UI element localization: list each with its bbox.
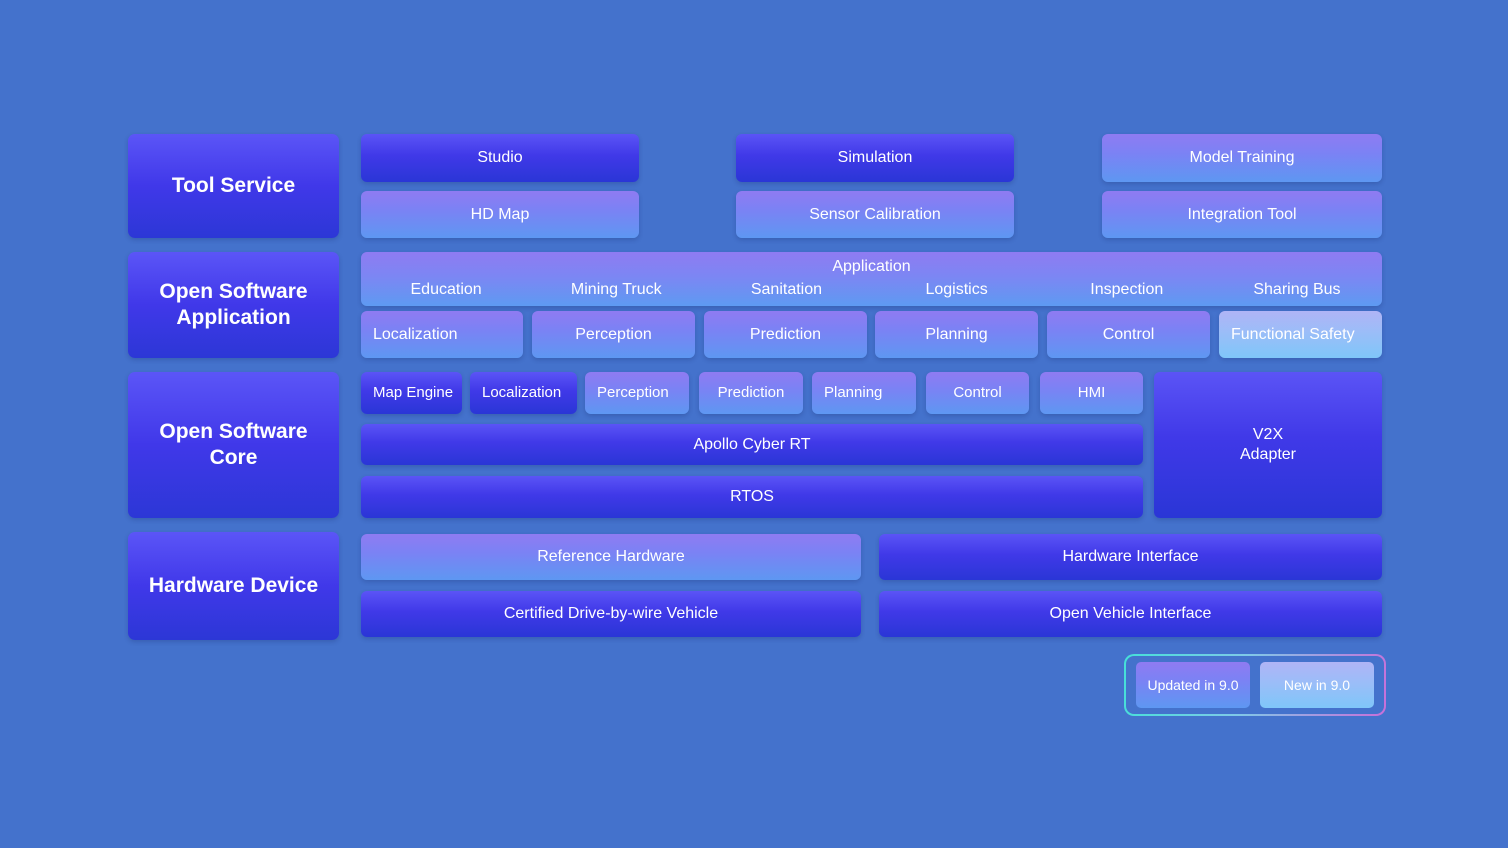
hardware-card-hardware-interface[interactable]: Hardware Interface — [879, 534, 1382, 580]
core-module-planning[interactable]: Planning — [812, 372, 916, 414]
legend-swatch-label: Updated in 9.0 — [1147, 677, 1239, 693]
stage-label-text: Hardware Device — [148, 573, 319, 597]
tool-card-label: Studio — [477, 149, 523, 166]
core-module-localization[interactable]: Localization — [470, 372, 577, 414]
application-scenario-mining-truck[interactable]: Mining Truck — [570, 281, 662, 298]
core-module-label: HMI — [1077, 383, 1106, 401]
core-v2x-adapter-line2: Adapter — [1239, 446, 1297, 463]
legend: Updated in 9.0 New in 9.0 — [1124, 654, 1386, 716]
stage-label-tool-service: Tool Service — [128, 134, 339, 238]
core-module-hmi[interactable]: HMI — [1040, 372, 1143, 414]
core-middleware-label: Apollo Cyber RT — [693, 435, 811, 453]
application-scenario-inspection[interactable]: Inspection — [1090, 281, 1164, 298]
hardware-card-label: Hardware Interface — [1062, 548, 1199, 565]
application-scenario-sanitation[interactable]: Sanitation — [750, 281, 823, 298]
application-scenario-logistics[interactable]: Logistics — [925, 281, 988, 298]
application-module-localization[interactable]: Localization — [361, 311, 523, 358]
tool-card-studio[interactable]: Studio — [361, 134, 639, 182]
core-os-rtos[interactable]: RTOS — [361, 476, 1143, 518]
hardware-card-reference-hardware[interactable]: Reference Hardware — [361, 534, 861, 580]
application-module-label: Planning — [925, 325, 988, 343]
legend-swatch-updated[interactable]: Updated in 9.0 — [1136, 662, 1250, 708]
core-module-label: Planning — [824, 383, 883, 401]
application-bar-title: Application — [832, 258, 911, 275]
core-middleware-apollo-cyber-rt[interactable]: Apollo Cyber RT — [361, 424, 1143, 465]
application-module-prediction[interactable]: Prediction — [704, 311, 867, 358]
application-module-label: Localization — [373, 325, 458, 343]
core-module-label: Prediction — [717, 383, 785, 401]
application-scenario-sharing-bus[interactable]: Sharing Bus — [1253, 281, 1341, 298]
legend-swatch-new[interactable]: New in 9.0 — [1260, 662, 1374, 708]
tool-card-label: Model Training — [1189, 149, 1295, 166]
tool-card-simulation[interactable]: Simulation — [736, 134, 1014, 182]
stage-label-text: Tool Service — [171, 173, 296, 197]
hardware-card-label: Open Vehicle Interface — [1049, 605, 1212, 622]
core-module-prediction[interactable]: Prediction — [699, 372, 803, 414]
core-v2x-adapter[interactable]: V2X Adapter — [1154, 372, 1382, 518]
tool-card-label: Integration Tool — [1187, 205, 1297, 223]
application-module-label: Perception — [575, 325, 652, 343]
application-module-label: Control — [1102, 325, 1155, 343]
tool-card-integration-tool[interactable]: Integration Tool — [1102, 191, 1382, 238]
application-module-control[interactable]: Control — [1047, 311, 1210, 358]
application-module-planning[interactable]: Planning — [875, 311, 1038, 358]
hardware-card-label: Certified Drive-by-wire Vehicle — [503, 605, 719, 622]
core-v2x-adapter-line1: V2X — [1252, 426, 1284, 443]
hardware-card-certified-drive-by-wire-vehicle[interactable]: Certified Drive-by-wire Vehicle — [361, 591, 861, 637]
application-scenario-list: Education Mining Truck Sanitation Logist… — [361, 281, 1382, 299]
stage-label-text: Open Software Application — [159, 279, 308, 329]
core-module-label: Perception — [597, 383, 669, 401]
tool-card-model-training[interactable]: Model Training — [1102, 134, 1382, 182]
legend-swatch-label: New in 9.0 — [1283, 677, 1351, 693]
application-module-label: Functional Safety — [1231, 325, 1355, 343]
core-module-label: Control — [953, 383, 1002, 401]
application-module-label: Prediction — [749, 325, 822, 343]
tool-card-label: Simulation — [837, 149, 913, 166]
stage-label-open-software-application: Open Software Application — [128, 252, 339, 358]
legend-inner: Updated in 9.0 New in 9.0 — [1126, 656, 1384, 714]
stage-label-open-software-core: Open Software Core — [128, 372, 339, 518]
core-os-label: RTOS — [730, 488, 774, 505]
tool-card-label: HD Map — [470, 205, 530, 223]
tool-card-sensor-calibration[interactable]: Sensor Calibration — [736, 191, 1014, 238]
hardware-card-label: Reference Hardware — [537, 548, 685, 565]
core-module-map-engine[interactable]: Map Engine — [361, 372, 462, 414]
core-module-perception[interactable]: Perception — [585, 372, 689, 414]
application-scenario-bar: Application Education Mining Truck Sanit… — [361, 252, 1382, 306]
stage-label-hardware-device: Hardware Device — [128, 532, 339, 640]
core-module-control[interactable]: Control — [926, 372, 1029, 414]
core-module-label: Map Engine — [373, 383, 454, 401]
hardware-card-open-vehicle-interface[interactable]: Open Vehicle Interface — [879, 591, 1382, 637]
core-module-label: Localization — [482, 383, 562, 401]
application-module-perception[interactable]: Perception — [532, 311, 695, 358]
tool-card-hd-map[interactable]: HD Map — [361, 191, 639, 238]
application-scenario-education[interactable]: Education — [410, 281, 482, 298]
stage-label-text: Open Software Core — [159, 419, 308, 469]
tool-card-label: Sensor Calibration — [809, 205, 941, 223]
application-module-functional-safety[interactable]: Functional Safety — [1219, 311, 1382, 358]
